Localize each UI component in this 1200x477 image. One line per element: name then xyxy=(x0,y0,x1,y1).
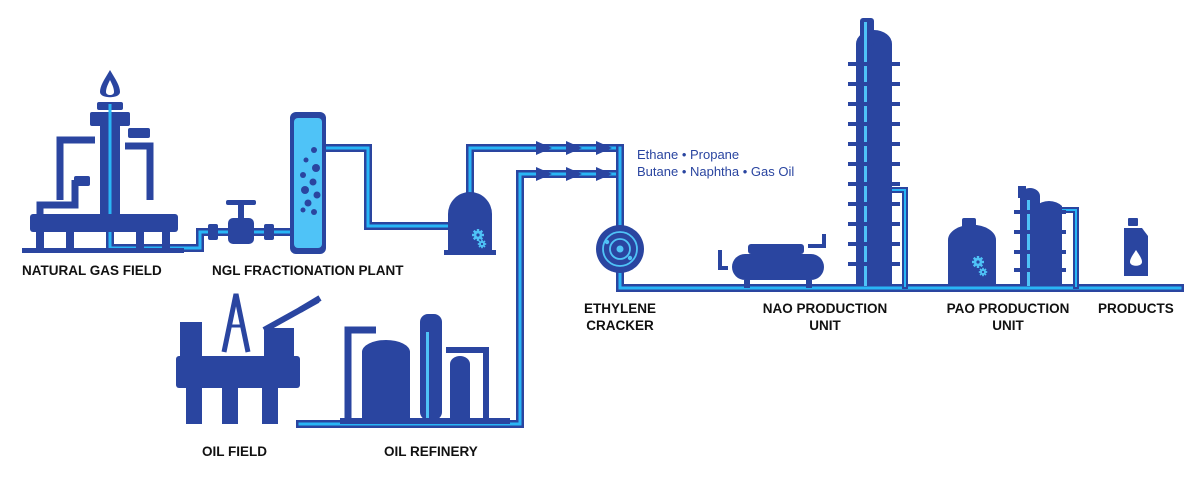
label-pao-production-unit: PAO PRODUCTION UNIT xyxy=(938,300,1078,334)
natural-gas-field-equipment xyxy=(22,70,184,253)
label-nao-line1: NAO PRODUCTION xyxy=(762,301,888,316)
label-ethylene-cracker-line2: CRACKER xyxy=(586,318,654,333)
label-ethylene-cracker-line1: ETHYLENE xyxy=(583,301,656,316)
feedstock-line1: Ethane • Propane xyxy=(637,147,740,162)
label-ethylene-cracker: ETHYLENE CRACKER xyxy=(575,300,665,334)
label-oil-refinery: OIL REFINERY xyxy=(384,444,478,459)
oil-field-platform xyxy=(176,293,322,424)
label-pao-line2: UNIT xyxy=(992,318,1024,333)
pao-column xyxy=(1014,186,1066,286)
oil-refinery-equipment xyxy=(340,314,510,424)
label-oil-field: OIL FIELD xyxy=(202,444,268,459)
pao-reactor-tank xyxy=(948,218,996,286)
ngl-fractionation-column xyxy=(290,112,326,254)
feedstock-list: Ethane • Propane Butane • Naphtha • Gas … xyxy=(637,146,794,180)
cracker-icon xyxy=(596,225,644,273)
label-products: PRODUCTS xyxy=(1098,301,1174,316)
label-pao-line1: PAO PRODUCTION xyxy=(946,301,1070,316)
valve-icon xyxy=(208,200,274,244)
label-natural-gas-field: NATURAL GAS FIELD xyxy=(22,263,162,278)
oil-bottle-icon xyxy=(1124,218,1148,276)
nao-distillation-column xyxy=(848,18,900,286)
label-nao-production-unit: NAO PRODUCTION UNIT xyxy=(755,300,895,334)
label-nao-line2: UNIT xyxy=(809,318,841,333)
flow-arrow-icon xyxy=(536,141,612,181)
nao-horizontal-vessel xyxy=(718,234,826,288)
feedstock-line2: Butane • Naphtha • Gas Oil xyxy=(637,164,795,179)
label-ngl-fractionation-plant: NGL FRACTIONATION PLANT xyxy=(212,263,404,278)
separator-tank xyxy=(444,192,496,255)
